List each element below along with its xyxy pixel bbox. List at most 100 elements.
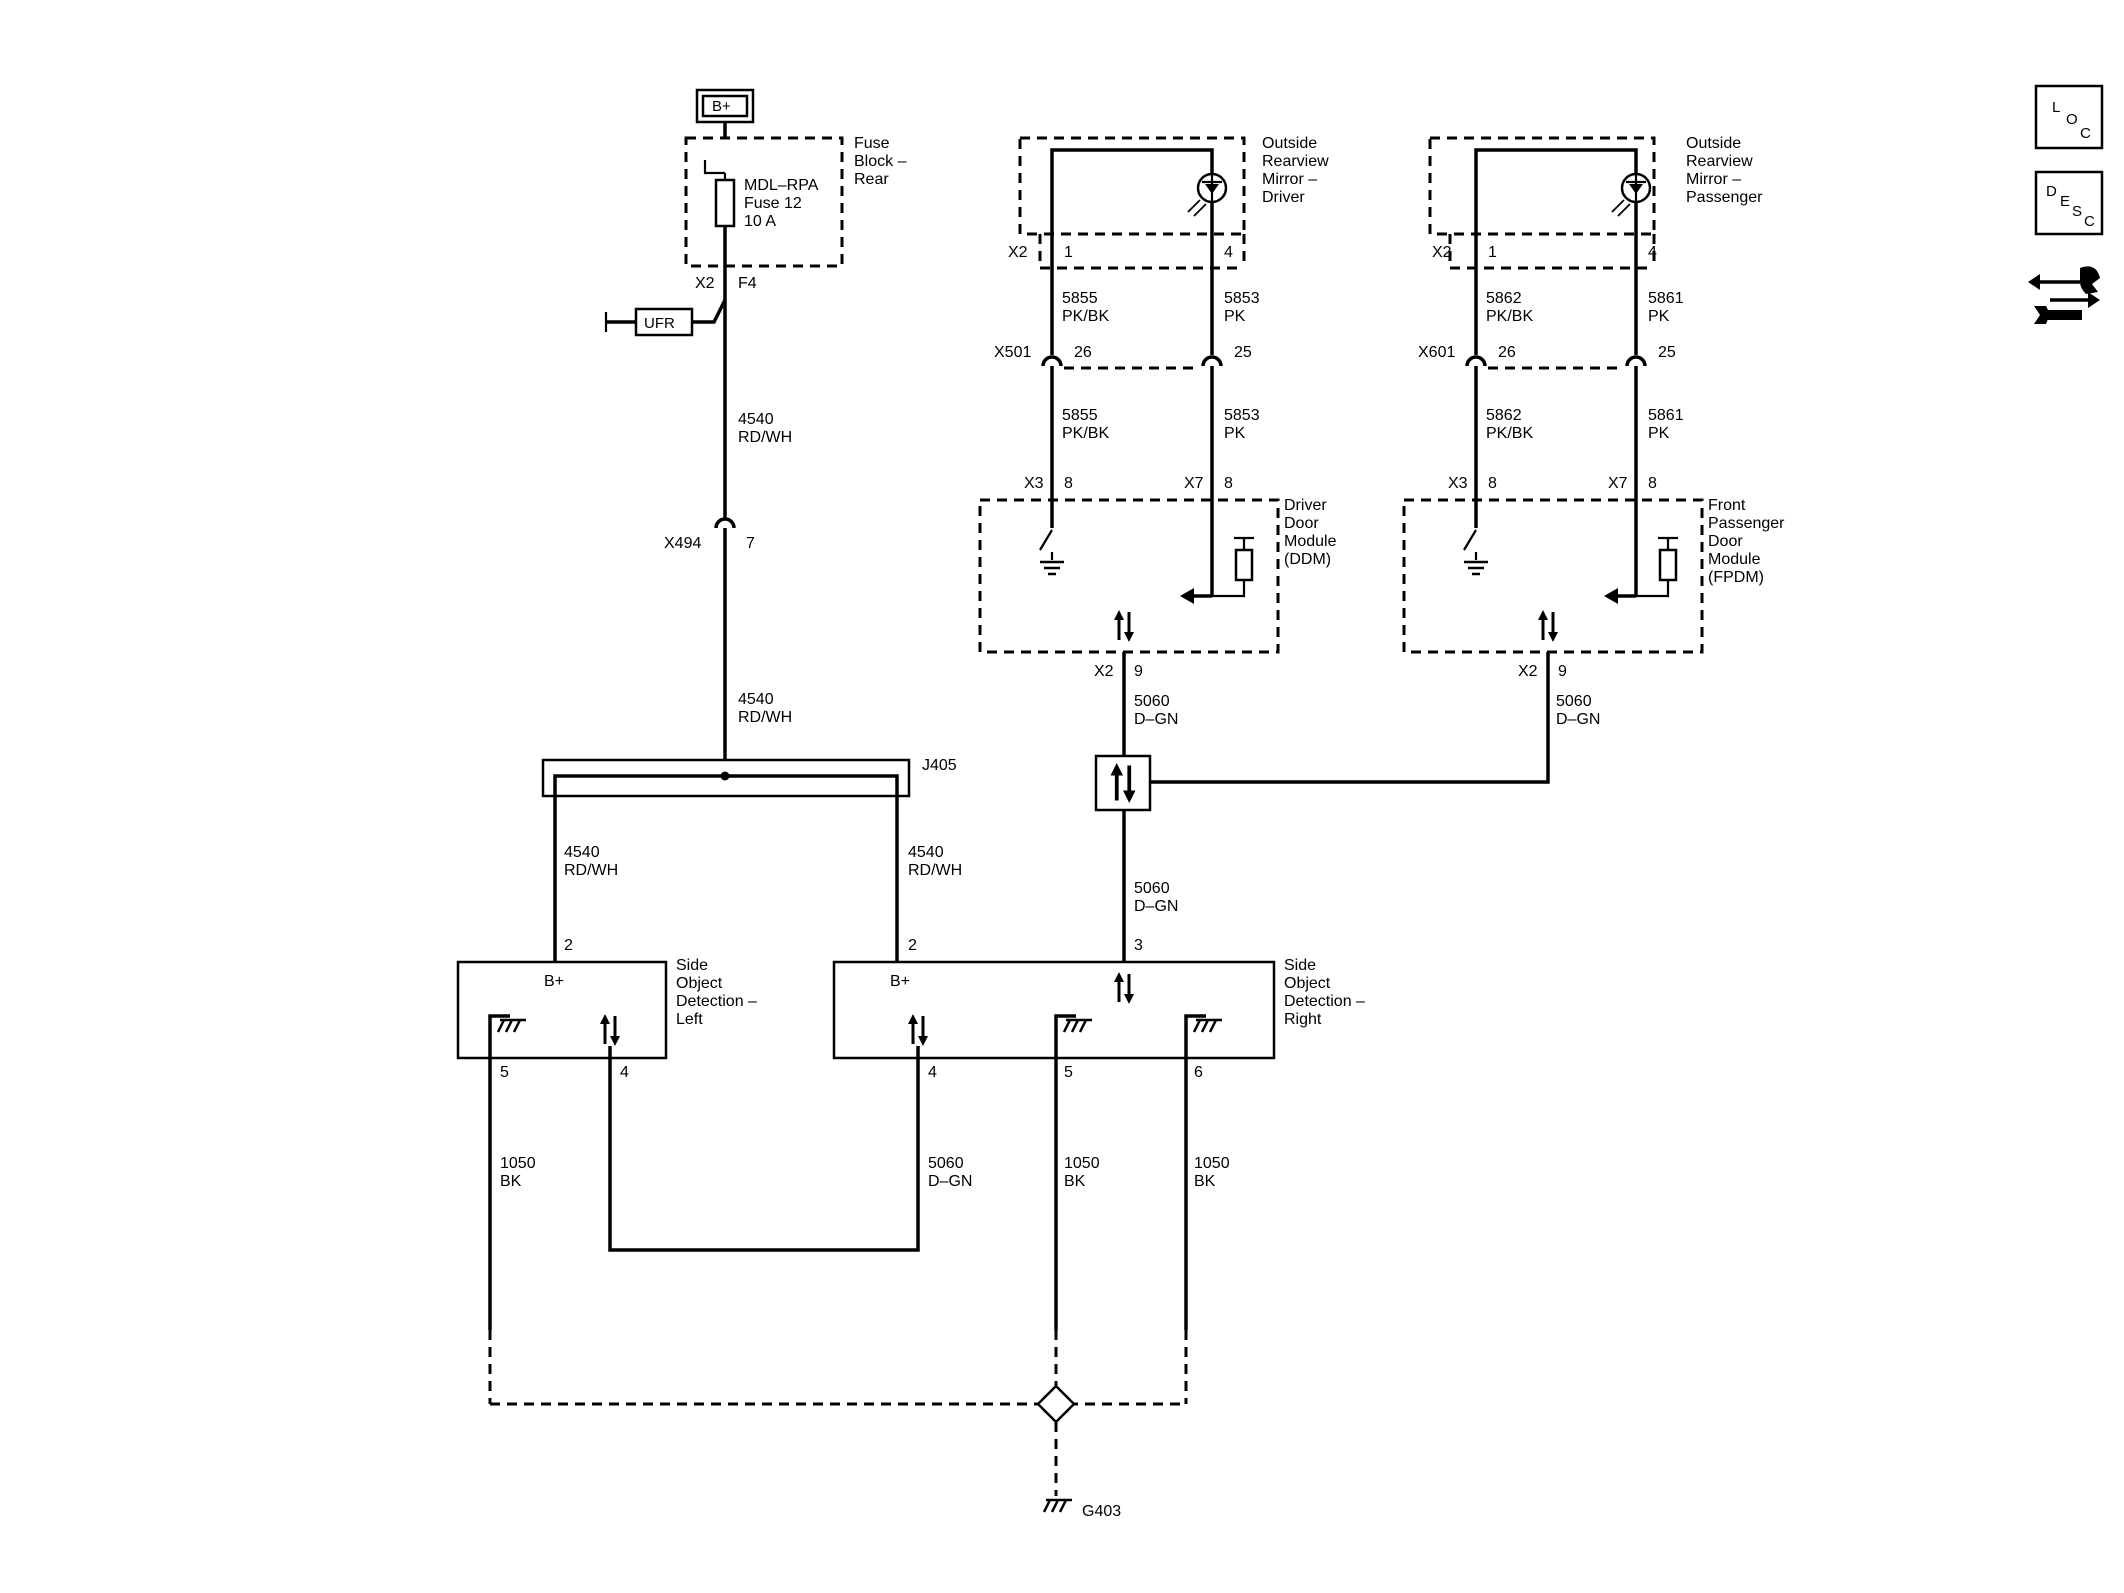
mirror-passenger-pin-1: 1 xyxy=(1488,244,1497,261)
data-bus-splice xyxy=(1094,754,1152,812)
sod-left-bplus: B+ xyxy=(544,973,564,990)
wire-5855-bot-color: PK/BK xyxy=(1062,425,1109,442)
sod-left-name-4: Left xyxy=(676,1011,703,1028)
sod-left-name-1: Side xyxy=(676,957,708,974)
fpdm-ground-icon xyxy=(1462,560,1490,576)
fpdm-pin-x7: 8 xyxy=(1648,475,1657,492)
sod-left-pin-4: 4 xyxy=(620,1064,629,1081)
ddm-name-3: Module xyxy=(1284,533,1337,550)
wire-4540-left-num: 4540 xyxy=(564,844,600,861)
sod-right-name-3: Detection – xyxy=(1284,993,1365,1010)
fuse-block-name-1: Fuse xyxy=(854,135,890,152)
sod-right-name-1: Side xyxy=(1284,957,1316,974)
connector-x501-label: X501 xyxy=(994,344,1031,361)
wire-5853-bot-color: PK xyxy=(1224,425,1246,442)
mirror-passenger-lamp-icon xyxy=(1611,172,1652,217)
fuse-block-connector: X2 xyxy=(695,275,715,292)
wire-5060-ddm-color: D–GN xyxy=(1134,711,1178,728)
ddm-pin-x3: 8 xyxy=(1064,475,1073,492)
connector-x501-pin-b: 25 xyxy=(1234,344,1252,361)
wire-5861-top-color: PK xyxy=(1648,308,1670,325)
wire-5060-bottom-num: 5060 xyxy=(928,1155,964,1172)
ddm-pin-x2: 9 xyxy=(1134,663,1143,680)
fpdm-data-arrows-icon xyxy=(1536,608,1560,644)
fpdm-pin-x2: 9 xyxy=(1558,663,1567,680)
wire-5060-fpdm-num: 5060 xyxy=(1556,693,1592,710)
ddm-ground-icon xyxy=(1038,560,1066,576)
mirror-passenger-pin-4: 4 xyxy=(1648,244,1657,261)
wire-5060-ddm-num: 5060 xyxy=(1134,693,1170,710)
desc-letter-s: S xyxy=(2072,203,2082,220)
mirror-passenger-connector: X2 xyxy=(1432,244,1452,261)
desc-letter-c: C xyxy=(2084,213,2095,230)
loc-button[interactable]: L O C xyxy=(2034,84,2104,150)
side-object-detection-right: 2 3 B+ 4 5 6 Side Object Detection – Rig… xyxy=(832,937,1365,1081)
driver-door-module: X3 8 X7 8 Driver Door Module (DDM) X2 9 xyxy=(978,475,1337,680)
sod-right-name-2: Object xyxy=(1284,975,1331,992)
ddm-connector-x7: X7 xyxy=(1184,475,1204,492)
power-source-label: B+ xyxy=(712,98,731,115)
sod-right-pin-3: 3 xyxy=(1134,937,1143,954)
wire-5862-bot-num: 5862 xyxy=(1486,407,1522,424)
mirror-driver-connector: X2 xyxy=(1008,244,1028,261)
power-source: B+ xyxy=(695,88,755,124)
desc-button[interactable]: D E S C xyxy=(2034,170,2104,236)
mirror-driver-pin-4: 4 xyxy=(1224,244,1233,261)
connector-x601-label: X601 xyxy=(1418,344,1455,361)
ddm-name-4: (DDM) xyxy=(1284,551,1331,568)
mirror-driver-lamp-icon xyxy=(1187,172,1228,217)
connector-x501: X501 26 25 xyxy=(994,344,1252,370)
wire-4540-right-num: 4540 xyxy=(908,844,944,861)
sod-left-pin-5: 5 xyxy=(500,1064,509,1081)
connector-x494: X494 xyxy=(664,535,701,552)
connector-wrench-icon[interactable] xyxy=(2028,266,2100,324)
ddm-name-1: Driver xyxy=(1284,497,1327,514)
sod-right-pin-5: 5 xyxy=(1064,1064,1073,1081)
wire-5862-bot-color: PK/BK xyxy=(1486,425,1533,442)
ground-g403: G403 xyxy=(1042,1498,1121,1520)
wire-5861-bot-color: PK xyxy=(1648,425,1670,442)
wire-1050-center-num: 1050 xyxy=(1064,1155,1100,1172)
fuse-label-3: 10 A xyxy=(744,213,776,230)
loc-letter-o: O xyxy=(2066,111,2078,128)
wire-4540-mid-color: RD/WH xyxy=(738,709,792,726)
loc-letter-c: C xyxy=(2080,125,2091,142)
wire-5853-top-num: 5853 xyxy=(1224,290,1260,307)
fpdm-name-4: Module xyxy=(1708,551,1761,568)
ddm-name-2: Door xyxy=(1284,515,1319,532)
mirror-passenger-name-4: Passenger xyxy=(1686,189,1763,206)
loc-letter-l: L xyxy=(2052,99,2060,116)
connector-x501-pin-a: 26 xyxy=(1074,344,1092,361)
mirror-driver-pin-1: 1 xyxy=(1064,244,1073,261)
fpdm-name-5: (FPDM) xyxy=(1708,569,1764,586)
wire-4540-left-color: RD/WH xyxy=(564,862,618,879)
connector-x601-pin-b: 25 xyxy=(1658,344,1676,361)
fuse-block-rear: MDL–RPA Fuse 12 10 A Fuse Block – Rear xyxy=(684,135,907,268)
wire-1050-left-num: 1050 xyxy=(500,1155,536,1172)
fuse-12 xyxy=(714,178,736,228)
ddm-connector-x3: X3 xyxy=(1024,475,1044,492)
wire-5060-center-num: 5060 xyxy=(1134,880,1170,897)
fuse-label-1: MDL–RPA xyxy=(744,177,819,194)
wire-5060-fpdm-color: D–GN xyxy=(1556,711,1600,728)
fpdm-pin-x3: 8 xyxy=(1488,475,1497,492)
ground-g403-label: G403 xyxy=(1082,1503,1121,1520)
mirror-driver-name-4: Driver xyxy=(1262,189,1305,206)
wire-5060-bottom-color: D–GN xyxy=(928,1173,972,1190)
fpdm-name-2: Passenger xyxy=(1708,515,1785,532)
wire-5853-bot-num: 5853 xyxy=(1224,407,1260,424)
fpdm-connector-x3: X3 xyxy=(1448,475,1468,492)
mirror-passenger: Outside Rearview Mirror – Passenger X2 1… xyxy=(1428,135,1763,270)
ufr-label: UFR xyxy=(644,315,675,332)
sod-right-name-4: Right xyxy=(1284,1011,1322,1028)
wire-1050-right-num: 1050 xyxy=(1194,1155,1230,1172)
sod-left-pin-2: 2 xyxy=(564,937,573,954)
connector-x601-pin-a: 26 xyxy=(1498,344,1516,361)
mirror-passenger-name-2: Rearview xyxy=(1686,153,1753,170)
fpdm-connector-x2: X2 xyxy=(1518,663,1538,680)
fuse-block-name-3: Rear xyxy=(854,171,889,188)
mirror-driver-name-1: Outside xyxy=(1262,135,1317,152)
wire-5855-bot-num: 5855 xyxy=(1062,407,1098,424)
wire-4540-mid-num: 4540 xyxy=(738,691,774,708)
